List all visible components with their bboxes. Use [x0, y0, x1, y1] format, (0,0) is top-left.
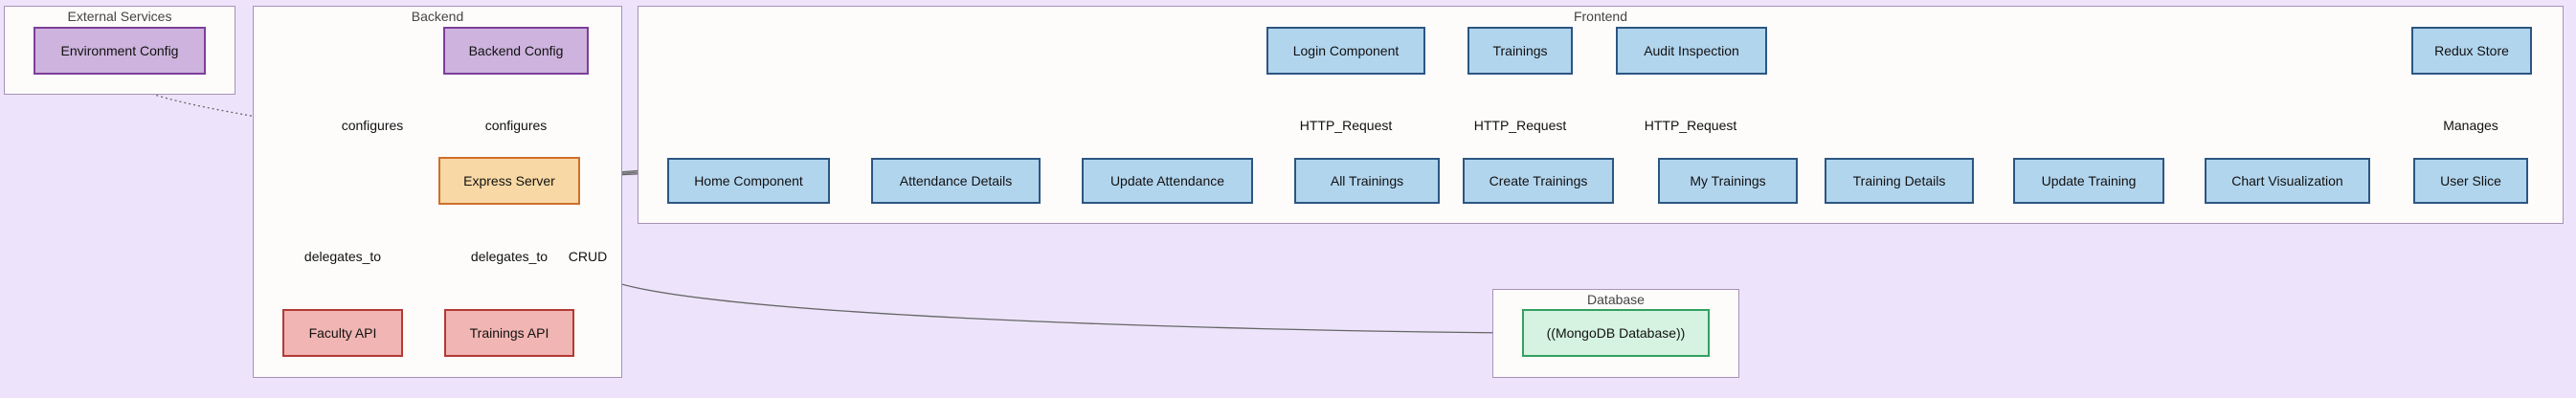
node-backend-config[interactable]: Backend Config: [443, 27, 589, 75]
node-redux-store[interactable]: Redux Store: [2411, 27, 2532, 75]
node-faculty-api[interactable]: Faculty API: [282, 309, 403, 357]
edge-label-manages: Manages: [2439, 117, 2502, 134]
edge-label-delegates-faculty: delegates_to: [300, 248, 386, 265]
cluster-title: External Services: [67, 9, 172, 24]
edge-label-http-trainings: HTTP_Request: [1469, 117, 1571, 134]
node-all-trainings[interactable]: All Trainings: [1294, 158, 1440, 204]
node-mongodb-database[interactable]: ((MongoDB Database)): [1522, 309, 1710, 357]
node-training-details[interactable]: Training Details: [1825, 158, 1974, 204]
node-update-attendance[interactable]: Update Attendance: [1082, 158, 1253, 204]
node-trainings[interactable]: Trainings: [1467, 27, 1573, 75]
node-environment-config[interactable]: Environment Config: [34, 27, 206, 75]
cluster-title: Database: [1587, 292, 1645, 307]
edge-label-http-audit: HTTP_Request: [1640, 117, 1741, 134]
node-update-training[interactable]: Update Training: [2013, 158, 2164, 204]
cluster-title: Frontend: [1573, 9, 1628, 24]
node-login-component[interactable]: Login Component: [1266, 27, 1425, 75]
cluster-title: Backend: [411, 9, 464, 24]
node-my-trainings[interactable]: My Trainings: [1658, 158, 1798, 204]
node-express-server[interactable]: Express Server: [438, 157, 580, 205]
edge-label-delegates-trainings: delegates_to: [466, 248, 552, 265]
edge-label-crud: CRUD: [564, 248, 612, 265]
edge-label-env-configures: configures: [337, 117, 408, 134]
node-home-component[interactable]: Home Component: [667, 158, 830, 204]
node-create-trainings[interactable]: Create Trainings: [1463, 158, 1614, 204]
node-audit-inspection[interactable]: Audit Inspection: [1616, 27, 1767, 75]
node-chart-visualization[interactable]: Chart Visualization: [2205, 158, 2370, 204]
node-trainings-api[interactable]: Trainings API: [444, 309, 574, 357]
node-attendance-details[interactable]: Attendance Details: [871, 158, 1041, 204]
edge-label-http-login: HTTP_Request: [1295, 117, 1397, 134]
node-user-slice[interactable]: User Slice: [2413, 158, 2528, 204]
edge-label-backend-configures: configures: [481, 117, 551, 134]
